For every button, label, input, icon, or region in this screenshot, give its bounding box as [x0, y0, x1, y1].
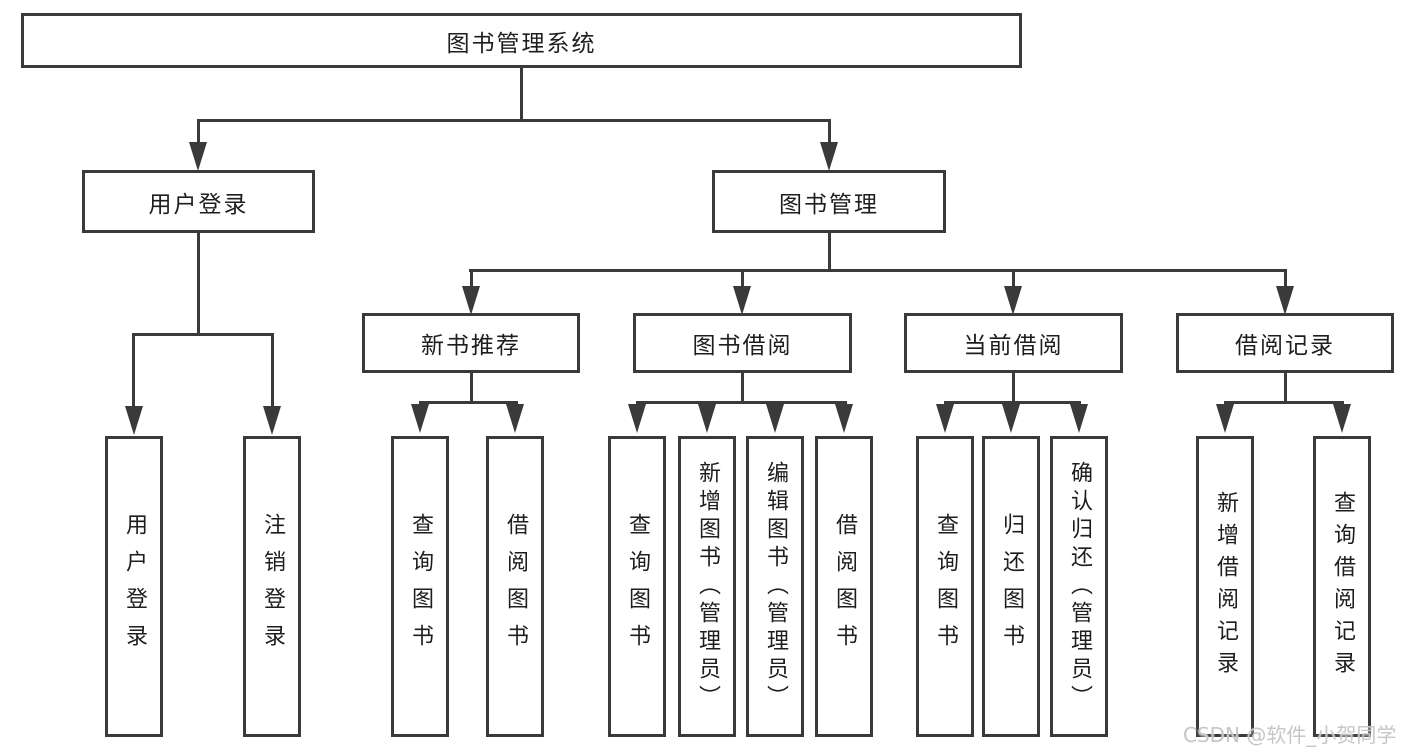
- leaf-query-books-current: 查询图书: [916, 436, 974, 737]
- connector-leaf-drop: [132, 333, 135, 406]
- leaf-add-borrow-record: 新增借阅记录: [1196, 436, 1254, 737]
- leaf-borrow-books-recommend: 借阅图书: [486, 436, 544, 737]
- arrowhead-down: [766, 404, 784, 433]
- connector-stub: [1284, 373, 1287, 404]
- leaf-edit-books-admin: 编辑图书（管理员）: [746, 436, 804, 737]
- node-current-borrowing: 当前借阅: [904, 313, 1123, 373]
- arrowhead-down: [411, 404, 429, 433]
- node-book-management: 图书管理: [712, 170, 946, 233]
- connector-root-stub: [520, 68, 523, 122]
- connector-user-login-bus: [132, 333, 274, 336]
- node-borrowing-records: 借阅记录: [1176, 313, 1394, 373]
- arrowhead-down: [733, 286, 751, 315]
- node-new-book-recommendation: 新书推荐: [362, 313, 580, 373]
- connector-user-login-drop: [197, 119, 200, 144]
- arrowhead-down: [1002, 404, 1020, 433]
- arrowhead-down: [189, 142, 207, 171]
- node-user-login: 用户登录: [82, 170, 315, 233]
- arrowhead-down: [1070, 404, 1088, 433]
- leaf-add-books-admin: 新增图书（管理员）: [678, 436, 736, 737]
- connector-level2-drop: [1012, 269, 1015, 288]
- leaf-query-books-recommend: 查询图书: [391, 436, 449, 737]
- csdn-watermark: CSDN @软件_小贺同学: [1183, 723, 1397, 747]
- connector-book-mgmt-stub: [828, 233, 831, 272]
- arrowhead-down: [1216, 404, 1234, 433]
- leaf-logout: 注销登录: [243, 436, 301, 737]
- arrowhead-down: [936, 404, 954, 433]
- arrowhead-down: [1004, 286, 1022, 315]
- arrowhead-down: [1276, 286, 1294, 315]
- connector-level2-drop: [1284, 269, 1287, 288]
- leaf-user-login: 用户登录: [105, 436, 163, 737]
- arrowhead-down: [462, 286, 480, 315]
- arrowhead-down: [835, 404, 853, 433]
- leaf-return-books: 归还图书: [982, 436, 1040, 737]
- connector-level1-bus: [197, 119, 831, 122]
- connector-stub: [470, 373, 473, 404]
- arrowhead-down: [820, 142, 838, 171]
- node-book-borrowing: 图书借阅: [633, 313, 852, 373]
- leaf-query-books-borrowing: 查询图书: [608, 436, 666, 737]
- arrowhead-down: [506, 404, 524, 433]
- connector-level2-drop: [470, 269, 473, 288]
- connector-bus: [944, 401, 1081, 404]
- connector-bus: [1224, 401, 1344, 404]
- arrowhead-down: [125, 406, 143, 435]
- arrowhead-down: [263, 406, 281, 435]
- connector-bus: [636, 401, 847, 404]
- connector-stub: [741, 373, 744, 404]
- arrowhead-down: [1333, 404, 1351, 433]
- connector-user-login-stub: [197, 233, 200, 336]
- arrowhead-down: [628, 404, 646, 433]
- leaf-borrow-books-borrowing: 借阅图书: [815, 436, 873, 737]
- connector-level2-drop: [741, 269, 744, 288]
- leaf-query-borrow-record: 查询借阅记录: [1313, 436, 1371, 737]
- connector-stub: [1012, 373, 1015, 404]
- arrowhead-down: [698, 404, 716, 433]
- connector-book-mgmt-drop: [828, 119, 831, 144]
- node-library-management-system: 图书管理系统: [21, 13, 1022, 68]
- leaf-confirm-return-admin: 确认归还（管理员）: [1050, 436, 1108, 737]
- connector-bus: [419, 401, 518, 404]
- connector-level2-bus: [469, 269, 1287, 272]
- connector-leaf-drop: [271, 333, 274, 406]
